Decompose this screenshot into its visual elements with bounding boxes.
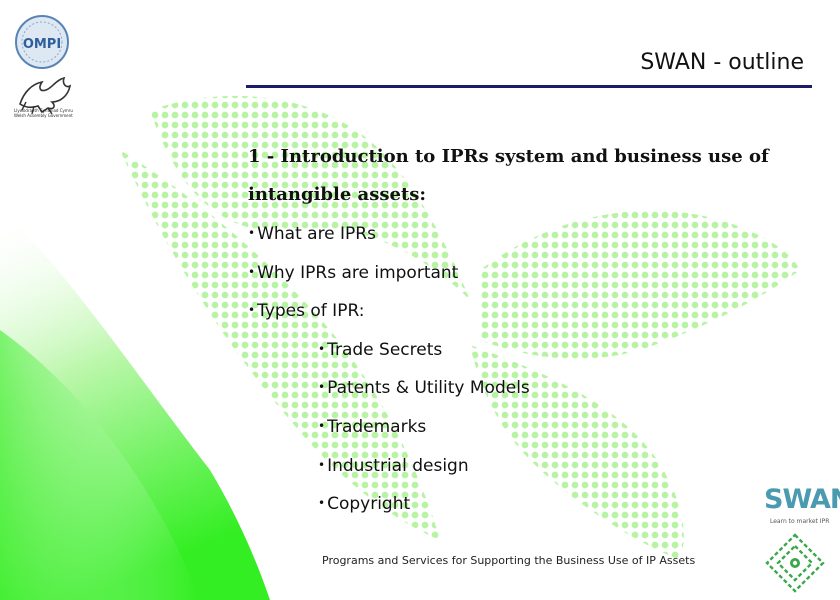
list-item-text: What are IPRs	[257, 224, 376, 244]
list-item-text: Why IPRs are important	[257, 262, 459, 283]
bullet-icon: •	[318, 341, 326, 356]
list-item: •Why IPRs are important	[248, 253, 808, 292]
slide-title: SWAN - outline	[640, 50, 804, 75]
list-item: •Types of IPR:	[248, 291, 808, 330]
outline-heading: 1 - Introduction to IPRs system and busi…	[248, 146, 769, 205]
list-item-text: Types of IPR:	[257, 301, 365, 322]
wales-dragon-logo	[19, 76, 72, 115]
sub-list-item: •Trade Secrets	[248, 330, 808, 369]
bullet-icon: •	[318, 418, 326, 433]
sub-list-item-text: Copyright	[327, 494, 411, 515]
outline-list: •What are IPRs •Why IPRs are important •…	[248, 214, 808, 523]
ompi-logo: OMPI	[15, 15, 69, 69]
sub-list-item: •Patents & Utility Models	[248, 368, 808, 407]
bullet-icon: •	[248, 226, 256, 240]
title-rule	[246, 85, 812, 88]
sub-list-item: •Copyright	[248, 484, 808, 523]
outline-content: 1 - Introduction to IPRs system and busi…	[248, 138, 808, 523]
swan-logo: SWAN Learn to market IPR	[764, 482, 840, 530]
sub-list-item: •Industrial design	[248, 446, 808, 485]
wales-logo-caption: Llywodraeth Cynulliad Cymru Welsh Assemb…	[14, 108, 73, 118]
sub-list-item-text: Trademarks	[327, 416, 427, 437]
sub-list-item-text: Trade Secrets	[327, 339, 443, 360]
list-item: •What are IPRs	[248, 214, 808, 253]
bullet-icon: •	[248, 303, 256, 318]
sub-list-item: •Trademarks	[248, 407, 808, 446]
swan-logo-text: SWAN	[764, 484, 840, 515]
slide-footer: Programs and Services for Supporting the…	[322, 554, 696, 567]
bullet-icon: •	[318, 457, 326, 472]
bullet-icon: •	[318, 496, 326, 511]
bullet-icon: •	[248, 264, 256, 279]
diamond-pattern-logo	[765, 533, 825, 593]
sub-list-item-text: Industrial design	[327, 455, 469, 476]
swan-logo-tagline: Learn to market IPR	[770, 518, 830, 525]
ompi-logo-text: OMPI	[23, 37, 61, 52]
bullet-icon: •	[318, 380, 326, 395]
sub-list-item-text: Patents & Utility Models	[327, 378, 530, 399]
